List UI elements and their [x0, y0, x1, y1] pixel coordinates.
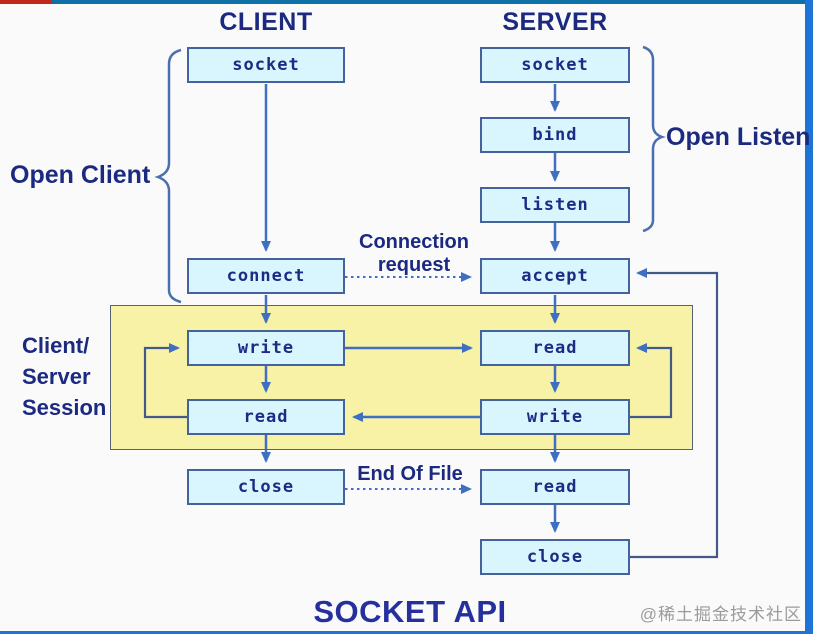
open-listen-brace [642, 45, 666, 233]
open-listen-label: Open Listen [666, 123, 811, 151]
connection-request-label: Connection request [348, 231, 480, 277]
connector-client-read-loop-to-write [143, 343, 187, 419]
node-server-socket: socket [480, 47, 630, 83]
open-client-label: Open Client [10, 161, 151, 189]
frame-bottom-bar [0, 631, 813, 634]
node-client-connect: connect [187, 258, 345, 294]
frame-top-red-corner [0, 0, 52, 4]
frame-top-bar [0, 0, 813, 4]
watermark: @稀土掘金技术社区 [639, 605, 802, 624]
session-label-line2: Server [22, 364, 91, 389]
end-of-file-label: End Of File [357, 463, 463, 485]
node-client-socket: socket [187, 47, 345, 83]
node-client-write: write [187, 330, 345, 366]
node-server-read-1: read [480, 330, 630, 366]
connection-request-line2: request [377, 254, 451, 276]
connection-request-line1: Connection [359, 231, 469, 253]
server-column-header: SERVER [502, 8, 608, 36]
frame-right-bar [805, 0, 813, 634]
node-server-read-2: read [480, 469, 630, 505]
open-client-brace [154, 48, 182, 304]
connector-server-write-loop-to-read [629, 343, 673, 419]
node-server-bind: bind [480, 117, 630, 153]
client-column-header: CLIENT [219, 8, 313, 36]
diagram-title: SOCKET API [313, 594, 507, 629]
node-client-read: read [187, 399, 345, 435]
node-server-write: write [480, 399, 630, 435]
node-server-accept: accept [480, 258, 630, 294]
connector-server-close-to-accept [629, 268, 719, 559]
session-label: Client/ Server Session [22, 330, 106, 423]
node-server-close: close [480, 539, 630, 575]
node-server-listen: listen [480, 187, 630, 223]
session-label-line1: Client/ [22, 333, 90, 358]
node-client-close: close [187, 469, 345, 505]
session-label-line3: Session [22, 395, 107, 420]
